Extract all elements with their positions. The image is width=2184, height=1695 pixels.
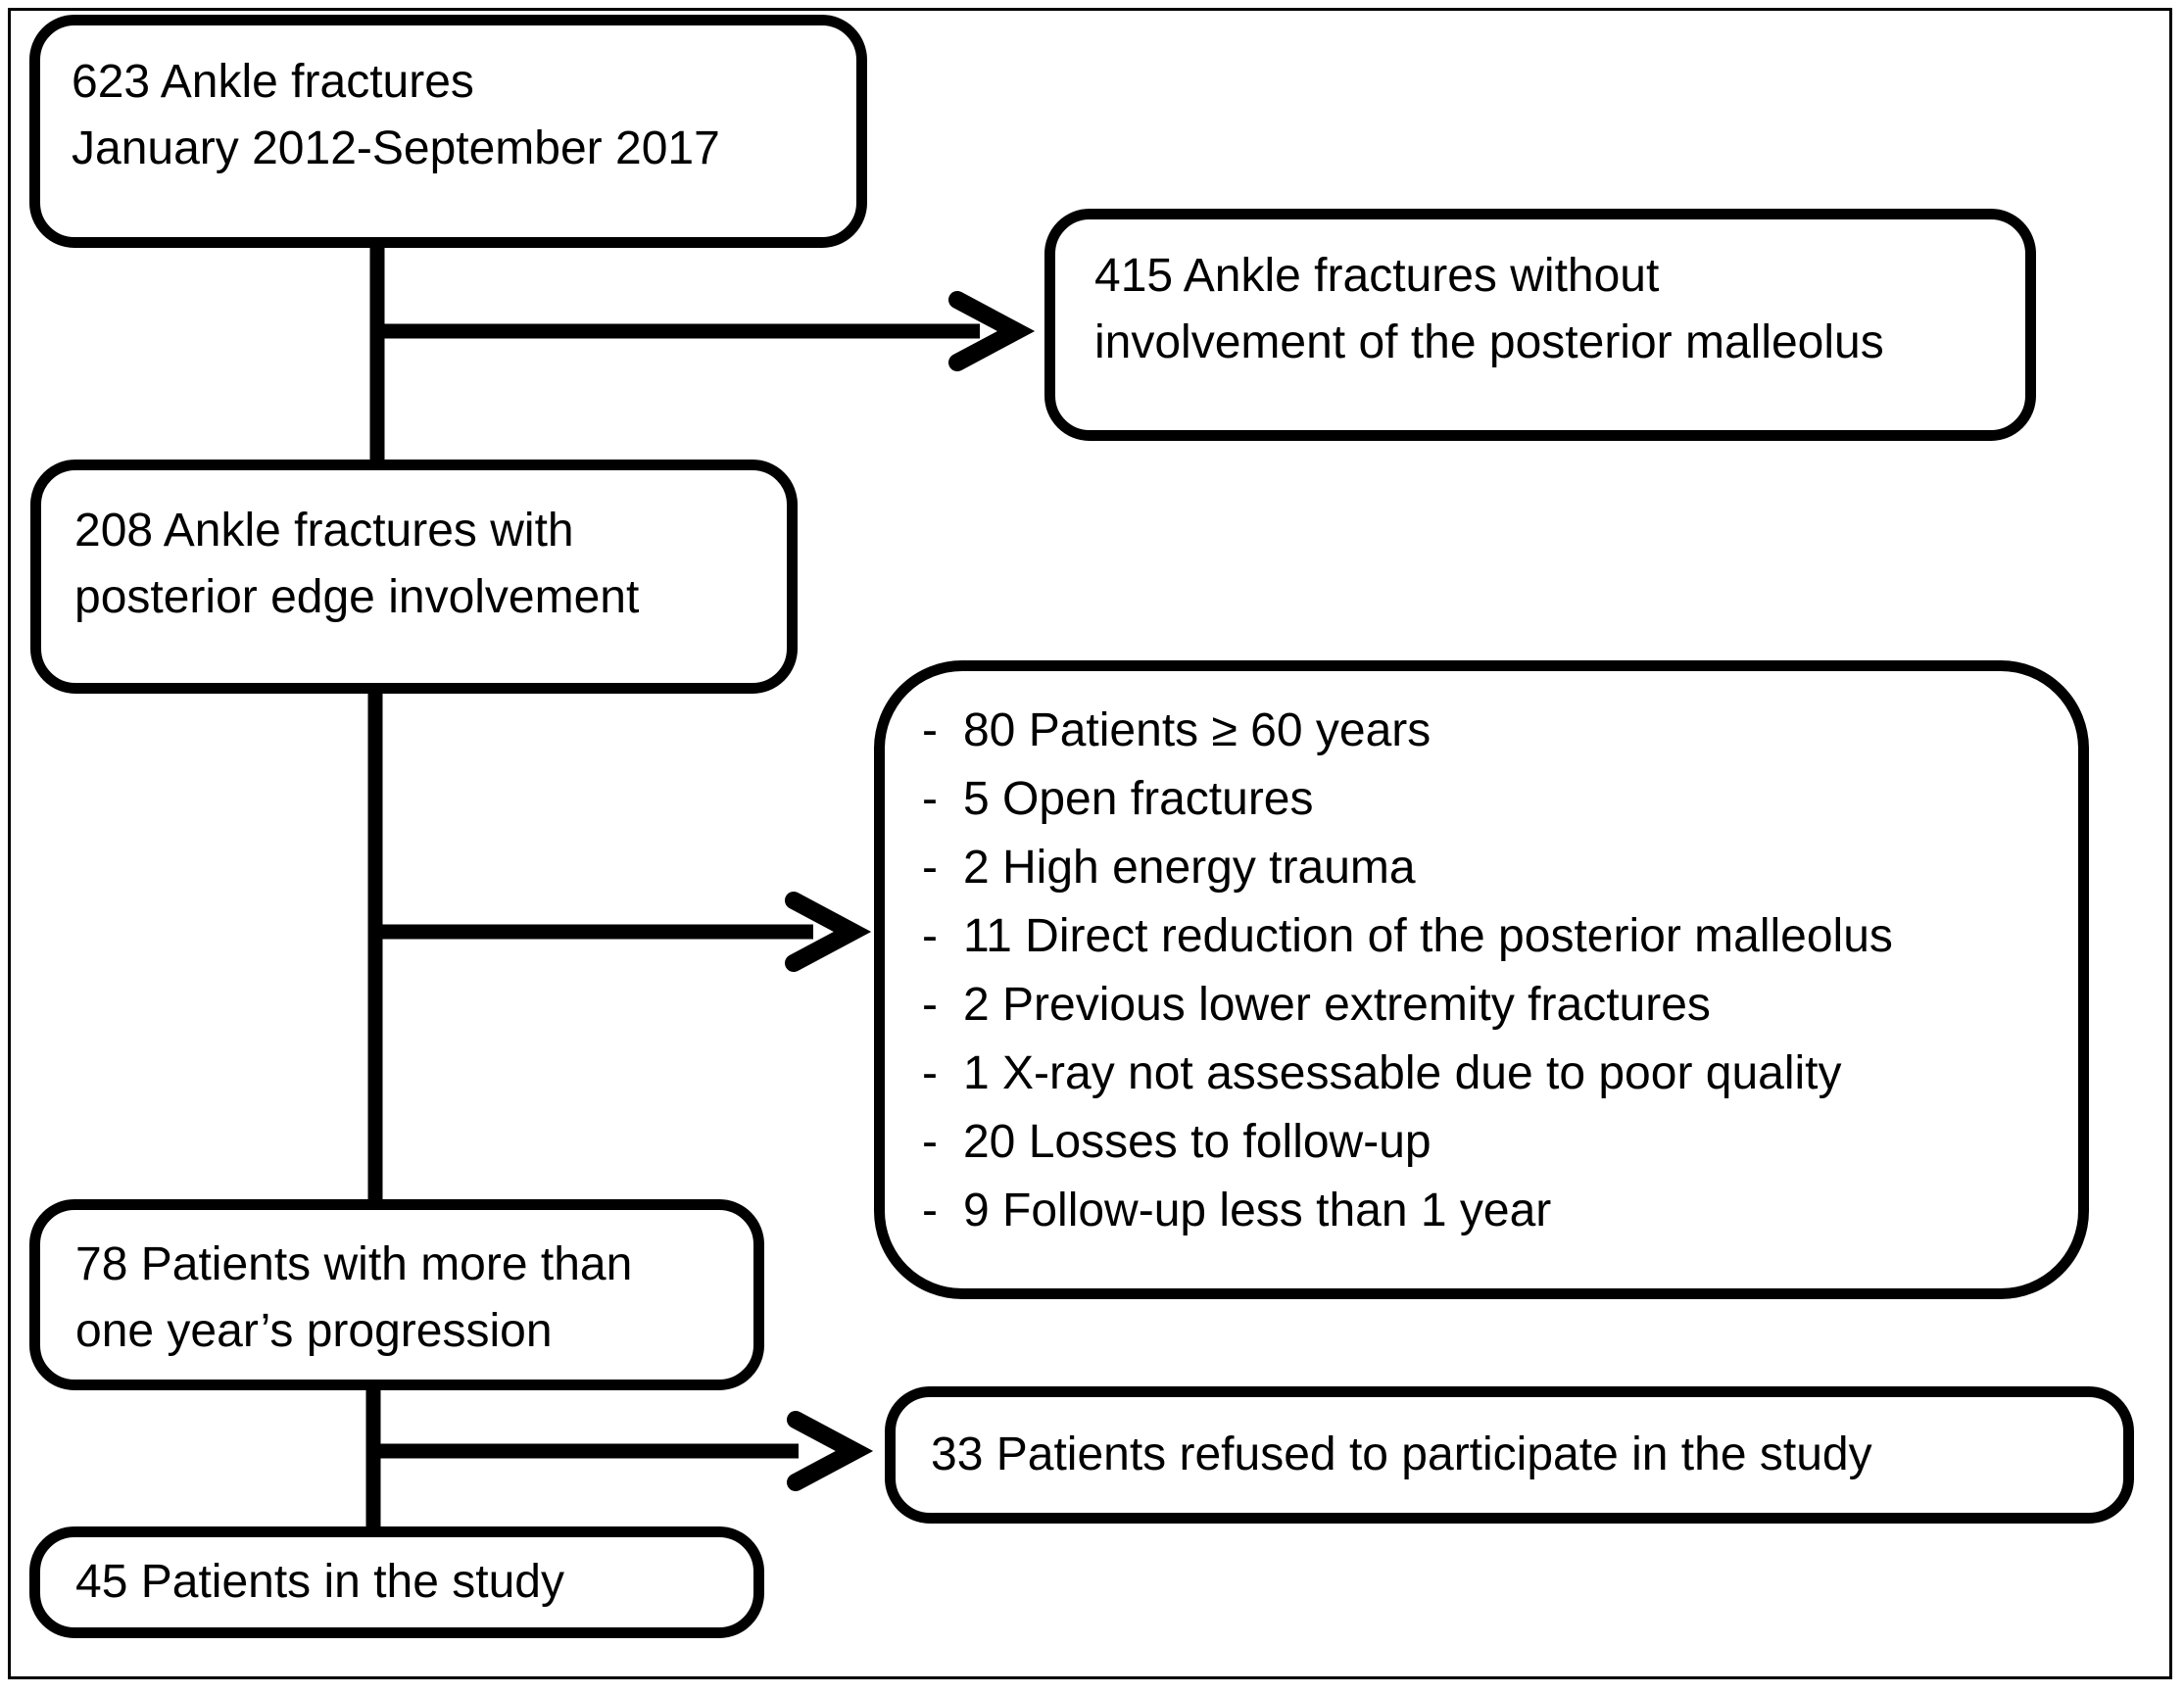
box-no-posterior-malleolus-line-1: 415 Ankle fractures without xyxy=(1094,250,1660,302)
exclusion-item-text: 2 High energy trauma xyxy=(962,842,1416,894)
box-posterior-edge-line-2: posterior edge involvement xyxy=(74,571,640,623)
exclusion-bullet: - xyxy=(922,704,938,756)
exclusion-item: - 9 Follow-up less than 1 year xyxy=(922,1177,2059,1245)
box-refused-line-1: 33 Patients refused to participate in th… xyxy=(931,1429,1872,1480)
box-total-ankle-fractures: 623 Ankle fractures January 2012-Septemb… xyxy=(29,15,867,248)
exclusion-item-text: 1 X-ray not assessable due to poor quali… xyxy=(962,1047,1842,1099)
exclusion-bullet: - xyxy=(922,773,938,825)
exclusion-item: - 2 High energy trauma xyxy=(922,834,2059,902)
box-posterior-edge: 208 Ankle fractures with posterior edge … xyxy=(30,460,798,694)
exclusion-item: - 20 Losses to follow-up xyxy=(922,1108,2059,1177)
box-no-posterior-malleolus-line-2: involvement of the posterior malleolus xyxy=(1094,316,1884,368)
box-one-year-line-2: one year’s progression xyxy=(75,1305,553,1357)
box-included-line-1: 45 Patients in the study xyxy=(75,1556,564,1608)
exclusion-item-text: 20 Losses to follow-up xyxy=(962,1116,1432,1168)
box-one-year-progression: 78 Patients with more than one year’s pr… xyxy=(29,1199,764,1390)
box-one-year-line-1: 78 Patients with more than xyxy=(75,1238,633,1290)
exclusion-bullet: - xyxy=(922,842,938,894)
figure-border-frame xyxy=(8,8,2172,1679)
box-posterior-edge-line-1: 208 Ankle fractures with xyxy=(74,505,574,557)
exclusion-bullet: - xyxy=(922,910,938,962)
exclusion-item-text: 11 Direct reduction of the posterior mal… xyxy=(962,910,1893,962)
exclusion-item: - 11 Direct reduction of the posterior m… xyxy=(922,902,2059,971)
box-no-posterior-malleolus: 415 Ankle fractures without involvement … xyxy=(1044,209,2036,441)
exclusion-item-text: 2 Previous lower extremity fractures xyxy=(962,979,1711,1031)
exclusion-bullet: - xyxy=(922,979,938,1031)
exclusion-bullet: - xyxy=(922,1116,938,1168)
box-exclusions: - 80 Patients ≥ 60 years - 5 Open fractu… xyxy=(874,660,2089,1299)
exclusion-item: - 1 X-ray not assessable due to poor qua… xyxy=(922,1040,2059,1108)
exclusion-item: - 5 Open fractures xyxy=(922,765,2059,834)
exclusion-item: - 80 Patients ≥ 60 years xyxy=(922,697,2059,765)
exclusion-item-text: 5 Open fractures xyxy=(962,773,1314,825)
exclusion-item-text: 80 Patients ≥ 60 years xyxy=(962,704,1432,756)
box-total-line-1: 623 Ankle fractures xyxy=(72,56,474,108)
box-included-in-study: 45 Patients in the study xyxy=(29,1526,764,1638)
exclusion-bullet: - xyxy=(922,1047,938,1099)
exclusion-bullet: - xyxy=(922,1185,938,1236)
exclusion-item: - 2 Previous lower extremity fractures xyxy=(922,971,2059,1040)
exclusion-item-text: 9 Follow-up less than 1 year xyxy=(962,1185,1552,1236)
box-total-line-2: January 2012-September 2017 xyxy=(72,122,720,174)
box-refused: 33 Patients refused to participate in th… xyxy=(885,1386,2134,1524)
